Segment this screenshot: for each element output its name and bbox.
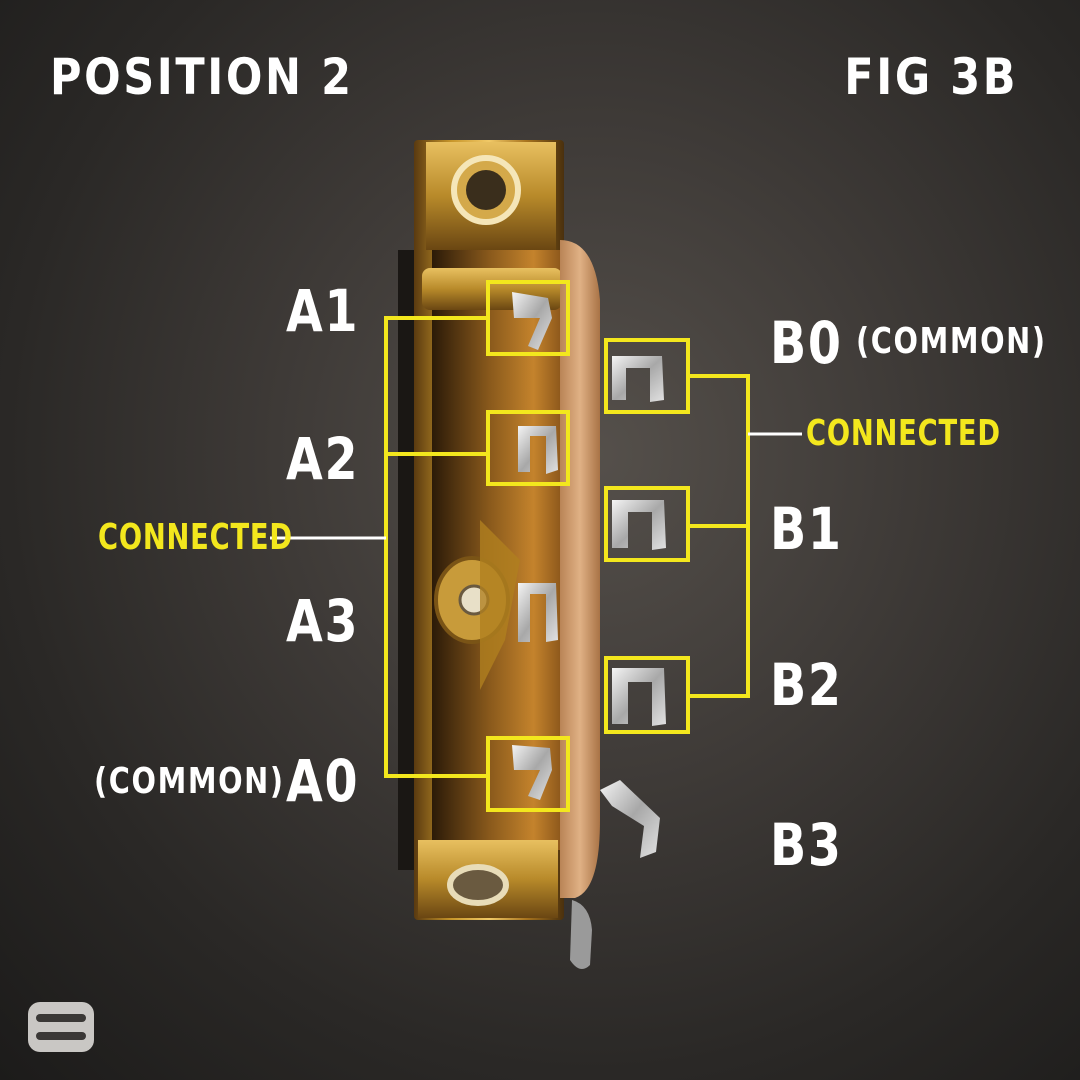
- terminal-label-b2: B2: [770, 651, 843, 719]
- circuit-board: [560, 240, 600, 898]
- b-terminals: [600, 356, 666, 858]
- seymour-duncan-s-logo-icon: [28, 1002, 94, 1052]
- right-bracket-line: [688, 374, 750, 698]
- connection-diagram: [384, 280, 750, 812]
- terminal-label-a2: A2: [286, 425, 360, 493]
- terminal-label-a1: A1: [286, 277, 360, 345]
- terminal-label-b3: B3: [770, 811, 843, 879]
- terminal-label-a0: A0: [286, 747, 360, 815]
- terminal-label-b0: B0: [770, 309, 843, 377]
- a0-common-note: (COMMON): [94, 761, 285, 802]
- figure-label: FIG 3B: [844, 48, 1018, 106]
- terminal-label-b1: B1: [770, 495, 843, 563]
- position-label: POSITION 2: [50, 48, 354, 106]
- a2-terminal-box: [486, 410, 570, 486]
- connected-label-right: CONNECTED: [806, 413, 1001, 454]
- left-bracket-line: [384, 316, 488, 778]
- a-terminals: [512, 292, 558, 800]
- connected-label-left: CONNECTED: [98, 517, 293, 558]
- terminal-label-a3: A3: [286, 587, 360, 655]
- b0-common-note: (COMMON): [856, 321, 1047, 362]
- switch-lever: [570, 900, 592, 969]
